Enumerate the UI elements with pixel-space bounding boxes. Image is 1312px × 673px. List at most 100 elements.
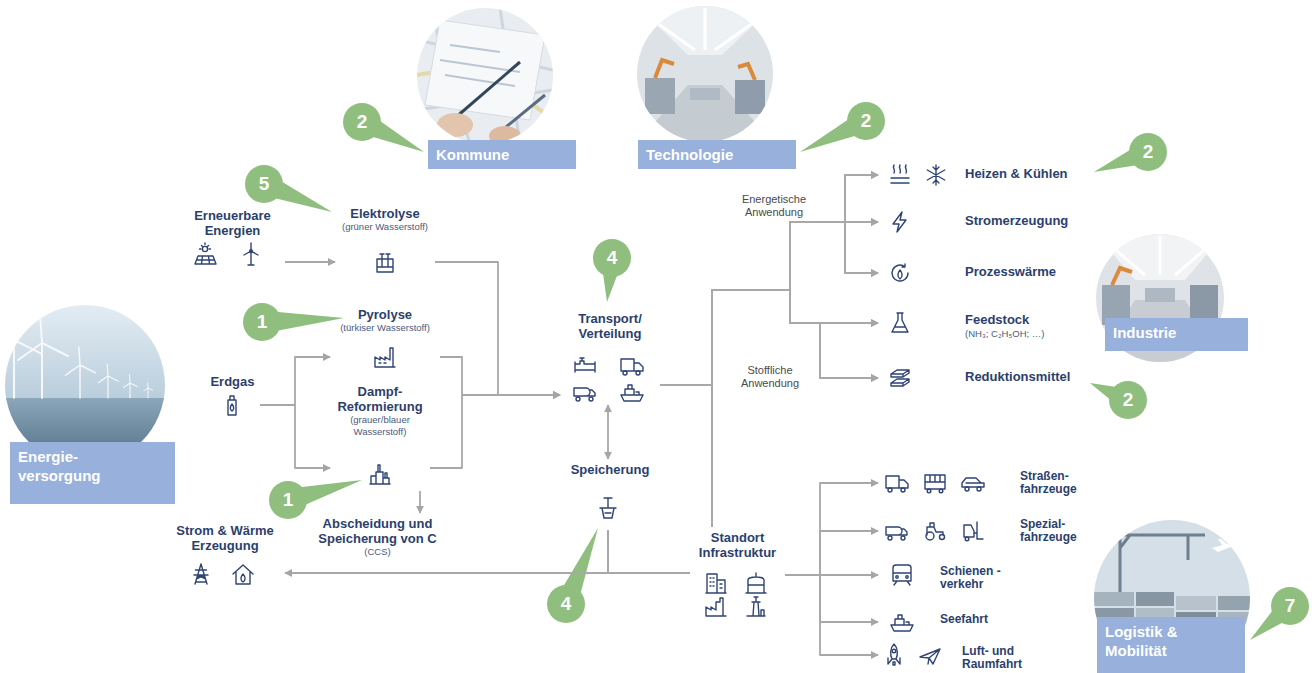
- sector-band: Industrie: [1105, 318, 1248, 351]
- mobility-item: Spezial- fahrzeuge: [878, 514, 1093, 548]
- application-item: Reduktionsmittel: [878, 365, 1083, 391]
- callout-marker: 5: [245, 165, 283, 203]
- icon-stroke: [886, 476, 908, 488]
- callout-bubble: [593, 239, 631, 302]
- flow-connector: [785, 575, 878, 622]
- turbine-icon: [244, 243, 258, 265]
- flow-connector: [712, 222, 878, 527]
- pylon-icon: [194, 564, 208, 584]
- tank-icon: [746, 573, 766, 593]
- node-title: Spezial- fahrzeuge: [1020, 518, 1093, 544]
- icon-stroke: [195, 243, 216, 264]
- icon-stroke: [927, 165, 944, 185]
- node-title: Logistik & Mobilität: [1105, 622, 1200, 660]
- branch-label: Stoffliche Anwendung: [730, 364, 810, 390]
- icon-stroke: [370, 465, 390, 484]
- rocket-icon: [888, 644, 900, 665]
- node-title: Dampf- Reformierung: [330, 384, 430, 414]
- node-subtitle: (grauer/blauer Wasserstoff): [330, 414, 430, 437]
- callout-marker: 2: [847, 102, 885, 140]
- plane-icon: [920, 649, 940, 664]
- node-subtitle: (NH₃; C₂H₅OH; …): [965, 328, 1078, 340]
- photo-technologie: [637, 6, 773, 142]
- truck-icon: [886, 476, 908, 492]
- callout-bubble: [1250, 587, 1309, 640]
- icon-layer: [194, 165, 984, 665]
- icon-wheel: [940, 535, 945, 540]
- process-step: Abscheidung und Speicherung von C(CCS): [310, 513, 445, 565]
- callout-circle: [1109, 381, 1147, 419]
- callout-circle: [1271, 587, 1309, 625]
- flow-connector: [419, 491, 421, 513]
- callout-layer: [243, 102, 1309, 640]
- callout-marker: 2: [1109, 381, 1147, 419]
- photo-logistik: [1094, 520, 1252, 673]
- flow-connector: [260, 357, 330, 405]
- reformer-icon: [370, 465, 390, 484]
- icon-wheel: [589, 397, 593, 401]
- icon-stroke: [706, 574, 726, 593]
- car-icon: [962, 478, 984, 491]
- icon-wheel: [250, 250, 253, 253]
- mobility-item: Straßen- fahrzeuge: [878, 466, 1093, 500]
- sector-band: Energie- versorgung: [10, 442, 175, 504]
- process-step: Pyrolyse(türkiser Wasserstoff): [330, 304, 440, 376]
- heat-icon: [891, 165, 909, 183]
- icon-stroke: [888, 644, 900, 665]
- icon-stroke: [891, 615, 913, 631]
- icon-stroke: [964, 522, 983, 539]
- callout-bubble: [343, 103, 424, 152]
- callout-bubble: [1094, 133, 1167, 172]
- process-step: Elektrolyse(grüner Wasserstoff): [335, 203, 435, 281]
- icon-stroke: [891, 165, 909, 183]
- mobility-item: Seefahrt: [878, 609, 1000, 635]
- bus-icon: [925, 475, 945, 493]
- forklift-icon: [964, 522, 983, 541]
- node-title: Industrie: [1113, 323, 1240, 342]
- icon-wheel: [926, 532, 934, 540]
- icon-stroke: [375, 348, 395, 367]
- icon-wheel: [901, 536, 905, 540]
- flow-connector: [712, 290, 878, 527]
- callout-number: 4: [607, 248, 618, 268]
- branch-label-box: Energetische Anwendung: [734, 193, 814, 219]
- bldg-icon: [706, 574, 726, 593]
- callout-bubble: [547, 528, 598, 623]
- process-step: Transport/ Verteilung: [560, 308, 660, 405]
- tractor-icon: [926, 523, 945, 540]
- node-subtitle: (türkiser Wasserstoff): [330, 322, 440, 334]
- callout-circle: [245, 165, 283, 203]
- icon-wheel: [906, 576, 908, 578]
- train-icon: [893, 565, 911, 585]
- callout-number: 2: [357, 112, 368, 132]
- callout-bubble: [243, 303, 344, 341]
- icon-stroke: [194, 564, 208, 584]
- tanker-icon: [574, 388, 595, 401]
- ship-icon: [621, 385, 643, 401]
- callout-number: 7: [1285, 596, 1296, 616]
- icon-wheel: [901, 488, 905, 492]
- callout-marker: 1: [243, 303, 281, 341]
- process-step: Dampf- Reformierung(grauer/blauer Wasser…: [330, 381, 430, 491]
- callout-number: 1: [257, 312, 268, 332]
- node-title: Seefahrt: [940, 613, 1000, 626]
- node-title: Prozesswärme: [965, 264, 1078, 280]
- callout-number: 5: [259, 174, 270, 194]
- node-title: Speicherung: [565, 462, 655, 477]
- callout-bubble: [245, 165, 332, 212]
- icon-wheel: [888, 536, 892, 540]
- pyro-icon: [375, 348, 395, 367]
- icon-stroke: [621, 359, 643, 371]
- node-title: Luft- und Raumfahrt: [962, 645, 1030, 671]
- flow-connector: [785, 575, 878, 655]
- icon-stroke: [925, 475, 945, 489]
- flow-connector: [608, 530, 690, 573]
- process-step: Strom & Wärme Erzeugung: [165, 520, 285, 590]
- icon-stroke: [886, 527, 907, 535]
- mobility-item: Schienen -verkehr: [878, 561, 1020, 595]
- gas-icon: [228, 396, 236, 415]
- node-title: Heizen & Kühlen: [965, 166, 1093, 182]
- callout-circle: [593, 239, 631, 277]
- callout-bubble: [269, 480, 362, 519]
